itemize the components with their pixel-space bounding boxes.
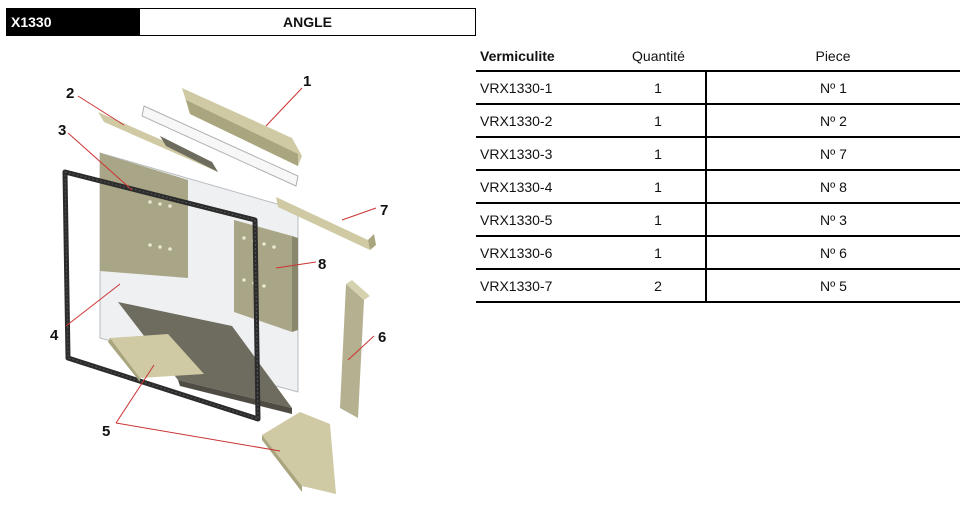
left-brick [100,153,188,278]
quantity-cell: 2 [611,269,707,303]
reference-cell: VRX1330-6 [476,236,611,270]
column-header-vermiculite: Vermiculite [476,42,611,72]
reference-cell: VRX1330-1 [476,71,611,105]
hearth-floor-edge [178,380,292,414]
column-header-quantite: Quantité [611,42,706,72]
piece-cell: Nº 3 [706,203,960,237]
bottom-brick-left [110,334,204,378]
callout-3: 3 [58,122,66,139]
table-row: VRX1330-2 1 Nº 2 [476,104,960,138]
callout-2: 2 [66,85,74,102]
callout-5: 5 [102,423,110,440]
callout-4: 4 [50,327,59,344]
leader-lines [65,87,377,452]
bottom-brick-left-edge [108,338,140,382]
table-header-row: Vermiculite Quantité Piece [476,42,960,72]
parts-table: Vermiculite Quantité Piece VRX1330-1 1 N… [476,42,960,303]
bottom-brick-right [262,412,336,494]
gasket-frame-inner [64,171,259,420]
callout-8: 8 [318,256,326,273]
quantity-cell: 1 [611,236,707,270]
reference-cell: VRX1330-3 [476,137,611,171]
quantity-cell: 1 [611,203,707,237]
table-row: VRX1330-5 1 Nº 3 [476,203,960,237]
deflector-front-end [368,234,376,250]
back-brick [234,220,292,332]
deflector-front [276,197,370,250]
exploded-parts-diagram: 1 2 3 4 5 6 7 8 [50,73,388,494]
hearth-floor [118,302,292,408]
table-row: VRX1330-1 1 Nº 1 [476,71,960,105]
callout-6: 6 [378,329,386,346]
table-row: VRX1330-7 2 Nº 5 [476,269,960,303]
piece-cell: Nº 5 [706,269,960,303]
left-brick-studs [148,200,172,251]
header-bar: X1330 ANGLE [6,8,476,36]
callout-1: 1 [303,73,311,90]
column-header-piece: Piece [706,42,960,72]
piece-cell: Nº 7 [706,137,960,171]
page-title: ANGLE [283,14,332,30]
piece-cell: Nº 1 [706,71,960,105]
table-row: VRX1330-3 1 Nº 7 [476,137,960,171]
deflector-top-shade [186,100,298,166]
right-brick-face [346,280,370,300]
quantity-cell: 1 [611,104,707,138]
reference-cell: VRX1330-7 [476,269,611,303]
reference-cell: VRX1330-5 [476,203,611,237]
callout-7: 7 [380,202,388,219]
piece-cell: Nº 8 [706,170,960,204]
reference-cell: VRX1330-2 [476,104,611,138]
model-code: X1330 [7,9,140,35]
right-brick [340,284,364,418]
back-brick-side [292,236,298,332]
table-row: VRX1330-4 1 Nº 8 [476,170,960,204]
quantity-cell: 1 [611,71,707,105]
quantity-cell: 1 [611,170,707,204]
piece-cell: Nº 2 [706,104,960,138]
piece-cell: Nº 6 [706,236,960,270]
quantity-cell: 1 [611,137,707,171]
reference-cell: VRX1330-4 [476,170,611,204]
deflector-left-shade [160,136,218,172]
table-row: VRX1330-6 1 Nº 6 [476,236,960,270]
deflector-bar [141,105,299,187]
